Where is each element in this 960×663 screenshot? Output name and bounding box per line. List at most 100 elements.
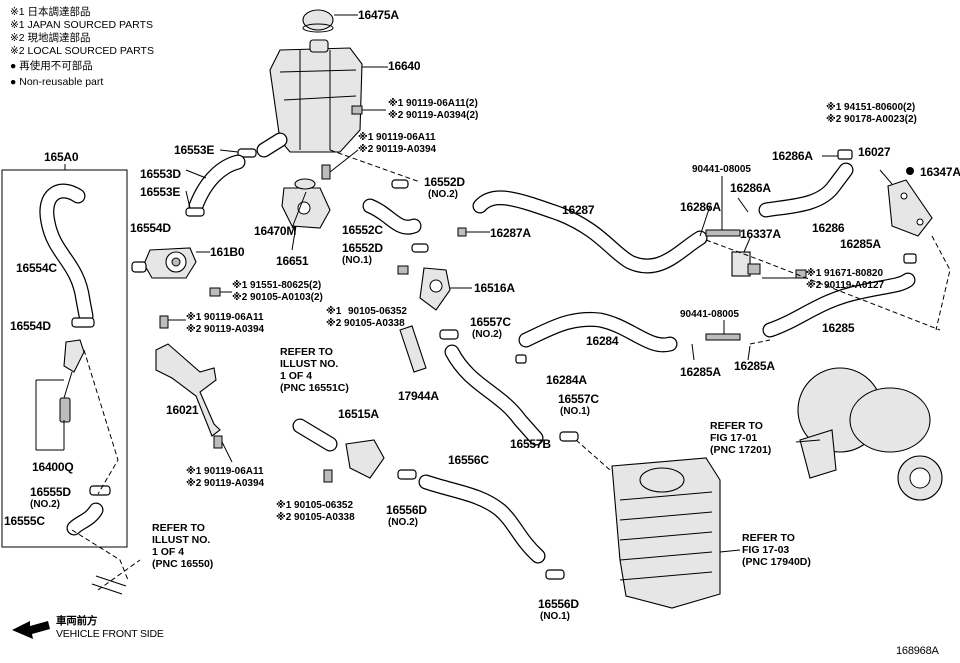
callout-16285[interactable]: 16285 <box>822 321 855 335</box>
clamp-16553e-top <box>237 148 257 158</box>
callout-bolt-h1[interactable]: ※1 94151-80600(2) <box>826 102 916 113</box>
callout-16552d-top[interactable]: 16552D <box>424 175 465 189</box>
clamp-16284a <box>515 354 527 364</box>
callout-16284a[interactable]: 16284A <box>546 373 587 387</box>
note-refer-17201[interactable]: REFER TO FIG 17-01 (PNC 17201) <box>710 420 772 456</box>
clamp-16556d-no2 <box>397 469 417 480</box>
callout-16553e-top[interactable]: 16553E <box>174 143 215 157</box>
note-refer-16551c[interactable]: REFER TO ILLUST NO. 1 OF 4 (PNC 16551C) <box>280 346 349 394</box>
callout-16287a[interactable]: 16287A <box>490 226 531 240</box>
bolt-90119-single <box>321 164 331 180</box>
callout-bolt-d1[interactable]: 90105-06352 <box>348 306 407 317</box>
figure-code: 168968A <box>896 645 939 657</box>
callout-16557c-no1: (NO.1) <box>560 406 590 417</box>
note-refer-17940d[interactable]: REFER TO FIG 17-03 (PNC 17940D) <box>742 532 811 568</box>
callout-bolt-a1[interactable]: ※1 90119-06A11(2) <box>388 98 478 109</box>
callout-16554c[interactable]: 16554C <box>16 261 57 275</box>
callout-bolt-c1[interactable]: ※1 91551-80625(2) <box>232 280 322 291</box>
callout-16557c-top[interactable]: 16557C <box>470 315 511 329</box>
callout-16286a-top[interactable]: 16286A <box>772 149 813 163</box>
callout-16347a[interactable]: 16347A <box>920 165 960 179</box>
callout-16470m[interactable]: 16470M <box>254 224 297 238</box>
callout-16027[interactable]: 16027 <box>858 145 891 159</box>
callout-16475a[interactable]: 16475A <box>358 8 399 22</box>
callout-bolt-j2[interactable]: ※2 90119-A0127 <box>806 280 885 291</box>
callout-16287[interactable]: 16287 <box>562 203 595 217</box>
turbocharger <box>797 367 943 501</box>
callout-16555d[interactable]: 16555D <box>30 485 71 499</box>
clamp-16555d <box>89 485 111 496</box>
callout-16556c[interactable]: 16556C <box>448 453 489 467</box>
callout-16640[interactable]: 16640 <box>388 59 421 73</box>
water-outlet-16516a <box>419 267 451 311</box>
callout-16556d-no2: (NO.2) <box>388 517 418 528</box>
callout-16557b[interactable]: 16557B <box>510 437 551 451</box>
callout-bolt-e1[interactable]: ※1 90119-06A11 <box>186 312 264 323</box>
callout-16400q[interactable]: 16400Q <box>32 460 74 474</box>
callout-16555c[interactable]: 16555C <box>4 514 45 528</box>
callout-bolt-j1[interactable]: ※1 91671-80820 <box>806 268 884 279</box>
callout-16286a-mid[interactable]: 16286A <box>730 181 771 195</box>
hose-16285 <box>762 272 916 338</box>
callout-16554d-bottom[interactable]: 16554D <box>10 319 51 333</box>
callout-16555d-no2: (NO.2) <box>30 499 60 510</box>
callout-165a0[interactable]: 165A0 <box>44 150 79 164</box>
reservoir-tank <box>269 39 363 153</box>
callout-bolt-h2[interactable]: ※2 90178-A0023(2) <box>826 114 917 125</box>
callout-16516a[interactable]: 16516A <box>474 281 515 295</box>
callout-bolt-f1[interactable]: ※1 90119-06A11 <box>186 466 264 477</box>
pipe-16515a <box>345 439 385 479</box>
clamp-16554d-lower <box>71 317 95 328</box>
callout-16285a-right[interactable]: 16285A <box>734 359 775 373</box>
callout-16553d[interactable]: 16553D <box>140 167 181 181</box>
callout-bolt-f2[interactable]: ※2 90119-A0394 <box>186 478 265 489</box>
callout-bolt-g2[interactable]: ※2 90105-A0338 <box>276 512 355 523</box>
hose-16284 <box>518 311 678 353</box>
clamp-16554d-upper <box>131 261 147 273</box>
vehicle-front-arrow <box>12 621 50 639</box>
reservoir-cap-16475a <box>302 9 334 33</box>
callout-16556d-bottom[interactable]: 16556D <box>538 597 579 611</box>
callout-16285a-top[interactable]: 16285A <box>840 237 881 251</box>
callout-161b0[interactable]: 161B0 <box>210 245 245 259</box>
callout-16554d-top[interactable]: 16554D <box>130 221 171 235</box>
hose-ref-16551c <box>292 418 338 452</box>
callout-16515a[interactable]: 16515A <box>338 407 379 421</box>
callout-bolt-e2[interactable]: ※2 90119-A0394 <box>186 324 265 335</box>
callout-16552c[interactable]: 16552C <box>342 223 383 237</box>
clip-16287a <box>457 227 467 237</box>
clamp-16552d-no2 <box>391 179 409 189</box>
legend-non-reusable-jp: ● 再使用不可部品 <box>10 60 93 72</box>
callout-16286a-left[interactable]: 16286A <box>680 200 721 214</box>
note-refer-16550[interactable]: REFER TO ILLUST NO. 1 OF 4 (PNC 16550) <box>152 522 214 570</box>
callout-union-bolt-bottom[interactable]: 90441-08005 <box>680 309 739 320</box>
callout-bolt-d2[interactable]: ※2 90105-A0338 <box>326 318 405 329</box>
callout-16284[interactable]: 16284 <box>586 334 619 348</box>
callout-16285a-left[interactable]: 16285A <box>680 365 721 379</box>
sensor-16337a <box>731 251 761 277</box>
water-pump-161b0 <box>143 247 197 279</box>
bolt-90119-bracket-bottom <box>213 435 223 449</box>
clamp-16553e-bottom <box>185 207 205 217</box>
callout-16286[interactable]: 16286 <box>812 221 845 235</box>
callout-16556d-top[interactable]: 16556D <box>386 503 427 517</box>
callout-bolt-g1[interactable]: ※1 90105-06352 <box>276 500 354 511</box>
callout-16553e-bottom[interactable]: 16553E <box>140 185 181 199</box>
callout-16557c-bottom[interactable]: 16557C <box>558 392 599 406</box>
callout-16552d-no2: (NO.2) <box>428 189 458 200</box>
clamp-16557c-no1 <box>559 431 579 442</box>
callout-16552d-bottom[interactable]: 16552D <box>342 241 383 255</box>
callout-16337a[interactable]: 16337A <box>740 227 781 241</box>
callout-bolt-d1-prefix: ※1 <box>326 306 342 317</box>
callout-union-bolt-top[interactable]: 90441-08005 <box>692 164 751 175</box>
callout-bolt-b1[interactable]: ※1 90119-06A11 <box>358 132 436 143</box>
callout-16651[interactable]: 16651 <box>276 254 309 268</box>
callout-bolt-c2[interactable]: ※2 90105-A0103(2) <box>232 292 323 303</box>
callout-16021[interactable]: 16021 <box>166 403 199 417</box>
clamp-16552d-no1 <box>411 243 429 253</box>
callout-bolt-a2[interactable]: ※2 90119-A0394(2) <box>388 110 479 121</box>
callout-bolt-b2[interactable]: ※2 90119-A0394 <box>358 144 437 155</box>
callout-17944a[interactable]: 17944A <box>398 389 439 403</box>
